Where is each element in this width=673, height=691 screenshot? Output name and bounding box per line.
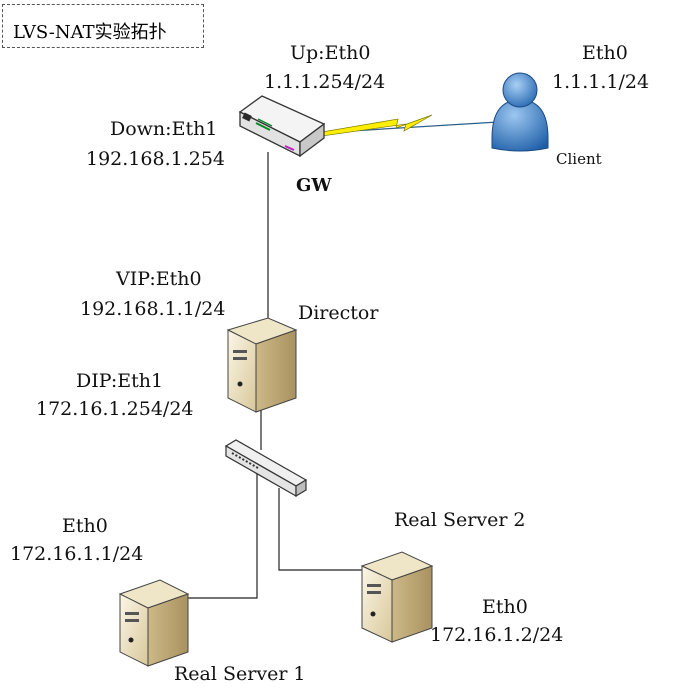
rs2-iface-label: Eth0: [482, 596, 528, 618]
rs1-ip-label: 172.16.1.1/24: [10, 543, 144, 565]
rs1-name-label: Real Server 1: [174, 663, 306, 685]
link-switch-rs1: [188, 468, 258, 599]
director-dip-iface-label: DIP:Eth1: [76, 370, 164, 392]
rs2-name-label: Real Server 2: [394, 509, 526, 531]
gw-up-iface-label: Up:Eth0: [290, 42, 371, 64]
gw-up-ip-label: 1.1.1.254/24: [264, 71, 386, 93]
client-iface-label: Eth0: [582, 42, 628, 64]
rs1-iface-label: Eth0: [62, 515, 108, 537]
router-icon: [238, 95, 326, 158]
director-vip-label: 192.168.1.1/24: [80, 298, 226, 320]
director-dip-label: 172.16.1.254/24: [36, 398, 194, 420]
real-server-2-icon: [360, 551, 434, 643]
client-user-icon: [491, 72, 549, 152]
director-vip-iface-label: VIP:Eth0: [116, 268, 202, 290]
gw-down-ip-label: 192.168.1.254: [86, 148, 226, 170]
director-name-label: Director: [298, 302, 379, 324]
client-name-label: Client: [556, 150, 602, 168]
rs2-ip-label: 172.16.1.2/24: [430, 624, 564, 646]
link-switch-rs2: [278, 488, 364, 571]
gw-down-iface-label: Down:Eth1: [110, 118, 218, 140]
title-box: LVS-NAT实验拓扑: [2, 4, 204, 48]
lightning-icon: [321, 114, 433, 137]
switch-icon: [224, 439, 308, 498]
director-server-icon: [226, 317, 298, 413]
gw-name-label: GW: [296, 175, 332, 196]
client-ip-label: 1.1.1.1/24: [552, 71, 650, 93]
real-server-1-icon: [118, 579, 190, 667]
diagram-title: LVS-NAT实验拓扑: [13, 22, 167, 43]
